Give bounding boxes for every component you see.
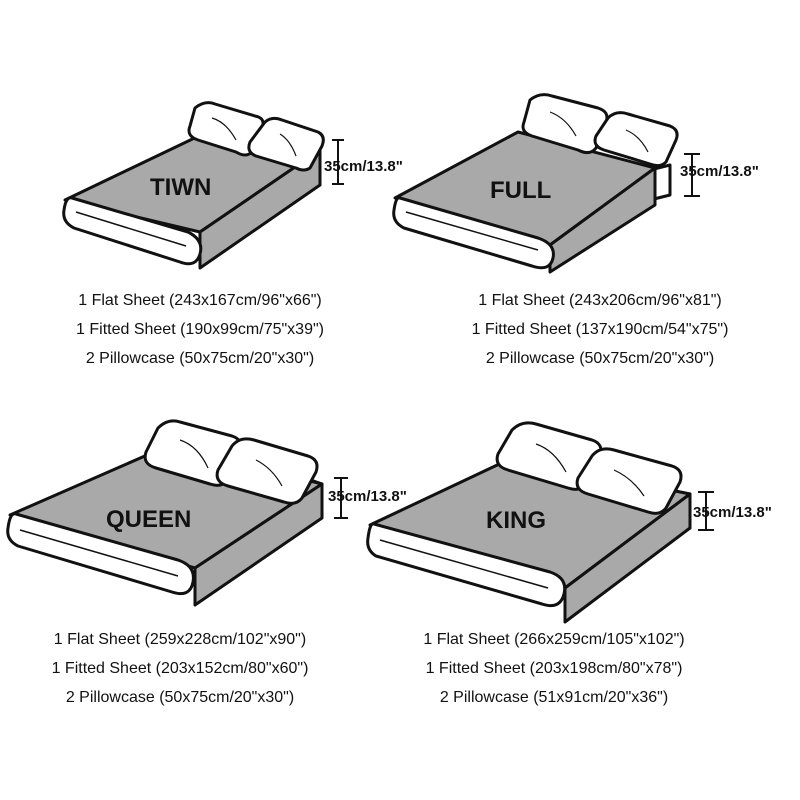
height-label: 35cm/13.8" xyxy=(328,488,407,505)
fitted-sheet-spec: 1 Fitted Sheet (190x99cm/75"x39") xyxy=(76,321,324,338)
pillow-right xyxy=(575,447,683,515)
bed-panel-king: 35cm/13.8" KING 1 Flat Sheet (266x259cm/… xyxy=(366,400,800,800)
bed-size-label: KING xyxy=(486,507,546,534)
height-dimension-marker xyxy=(332,139,344,185)
pillowcase-spec: 2 Pillowcase (50x75cm/20"x30") xyxy=(85,350,315,367)
pillow-right xyxy=(247,116,325,172)
mattress-front xyxy=(62,196,203,266)
sheet-side xyxy=(563,492,692,624)
bed-size-label: QUEEN xyxy=(106,506,191,533)
spec-list-twin: 1 Flat Sheet (243x167cm/96"x66") 1 Fitte… xyxy=(0,286,400,373)
height-dimension-marker xyxy=(698,491,714,531)
pillow-right xyxy=(215,437,319,505)
flat-sheet-spec: 1 Flat Sheet (243x167cm/96"x66") xyxy=(78,292,322,309)
bed-size-label: FULL xyxy=(490,177,551,204)
fitted-sheet-spec: 1 Fitted Sheet (203x152cm/80"x60") xyxy=(51,660,309,677)
bed-size-label: TIWN xyxy=(150,174,211,201)
bed-illustration-queen: 35cm/13.8" QUEEN xyxy=(6,419,407,607)
fitted-sheet-spec: 1 Fitted Sheet (137x190cm/54"x75") xyxy=(471,321,729,338)
mattress-front xyxy=(392,196,555,270)
flat-sheet-spec: 1 Flat Sheet (259x228cm/102"x90") xyxy=(53,631,307,648)
pillow-right xyxy=(593,111,679,168)
height-dimension-marker xyxy=(334,477,348,519)
sheet-side xyxy=(193,482,324,607)
bed-panel-queen: 35cm/13.8" QUEEN 1 Flat Sheet (259x228cm… xyxy=(0,400,407,800)
height-label: 35cm/13.8" xyxy=(680,163,759,180)
bed-illustration-king: 35cm/13.8" KING xyxy=(366,421,772,624)
bed-panel-full: 35cm/13.8" FULL 1 Flat Sheet (243x206cm/… xyxy=(392,0,800,400)
height-label: 35cm/13.8" xyxy=(693,504,772,521)
bed-panel-twin: 35cm/13.8" TIWN 1 Flat Sheet (243x167cm/… xyxy=(0,0,403,400)
flat-sheet-spec: 1 Flat Sheet (266x259cm/105"x102") xyxy=(423,631,685,648)
spec-list-queen: 1 Flat Sheet (259x228cm/102"x90") 1 Fitt… xyxy=(0,625,380,712)
height-label: 35cm/13.8" xyxy=(324,158,403,175)
bed-illustration-full: 35cm/13.8" FULL xyxy=(392,93,759,274)
spec-list-full: 1 Flat Sheet (243x206cm/96"x81") 1 Fitte… xyxy=(400,286,800,373)
height-dimension-marker xyxy=(684,153,700,197)
flat-sheet-spec: 1 Flat Sheet (243x206cm/96"x81") xyxy=(478,292,722,309)
bed-illustration-twin: 35cm/13.8" TIWN xyxy=(62,101,403,270)
pillowcase-spec: 2 Pillowcase (50x75cm/20"x30") xyxy=(485,350,715,367)
pillowcase-spec: 2 Pillowcase (50x75cm/20"x30") xyxy=(65,689,295,706)
spec-list-king: 1 Flat Sheet (266x259cm/105"x102") 1 Fit… xyxy=(354,625,754,712)
fitted-sheet-spec: 1 Fitted Sheet (203x198cm/80"x78") xyxy=(425,660,683,677)
pillowcase-spec: 2 Pillowcase (51x91cm/20"x36") xyxy=(439,689,669,706)
pillow-left xyxy=(521,93,609,155)
